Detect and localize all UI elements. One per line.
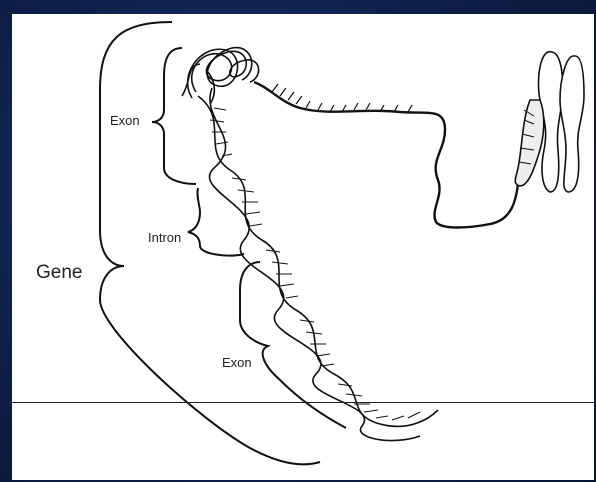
exon-bottom-label: Exon (222, 355, 252, 370)
intron-brace-icon (188, 188, 244, 256)
gene-label: Gene (36, 262, 82, 283)
brace-group (100, 22, 346, 464)
gene-brace-icon (100, 22, 320, 464)
exon-top-brace-icon (152, 48, 196, 184)
dna-double-helix-icon (198, 88, 438, 441)
chromosome-icon (515, 52, 584, 192)
exon-bottom-brace-icon (240, 262, 346, 428)
exon-top-label: Exon (110, 113, 140, 128)
divider-line (12, 402, 594, 403)
intron-label: Intron (148, 230, 181, 245)
base-pair-rungs (210, 108, 420, 420)
dna-coil-icon (182, 48, 259, 104)
dna-strand (254, 82, 518, 228)
dna-strand-twists (272, 84, 412, 112)
